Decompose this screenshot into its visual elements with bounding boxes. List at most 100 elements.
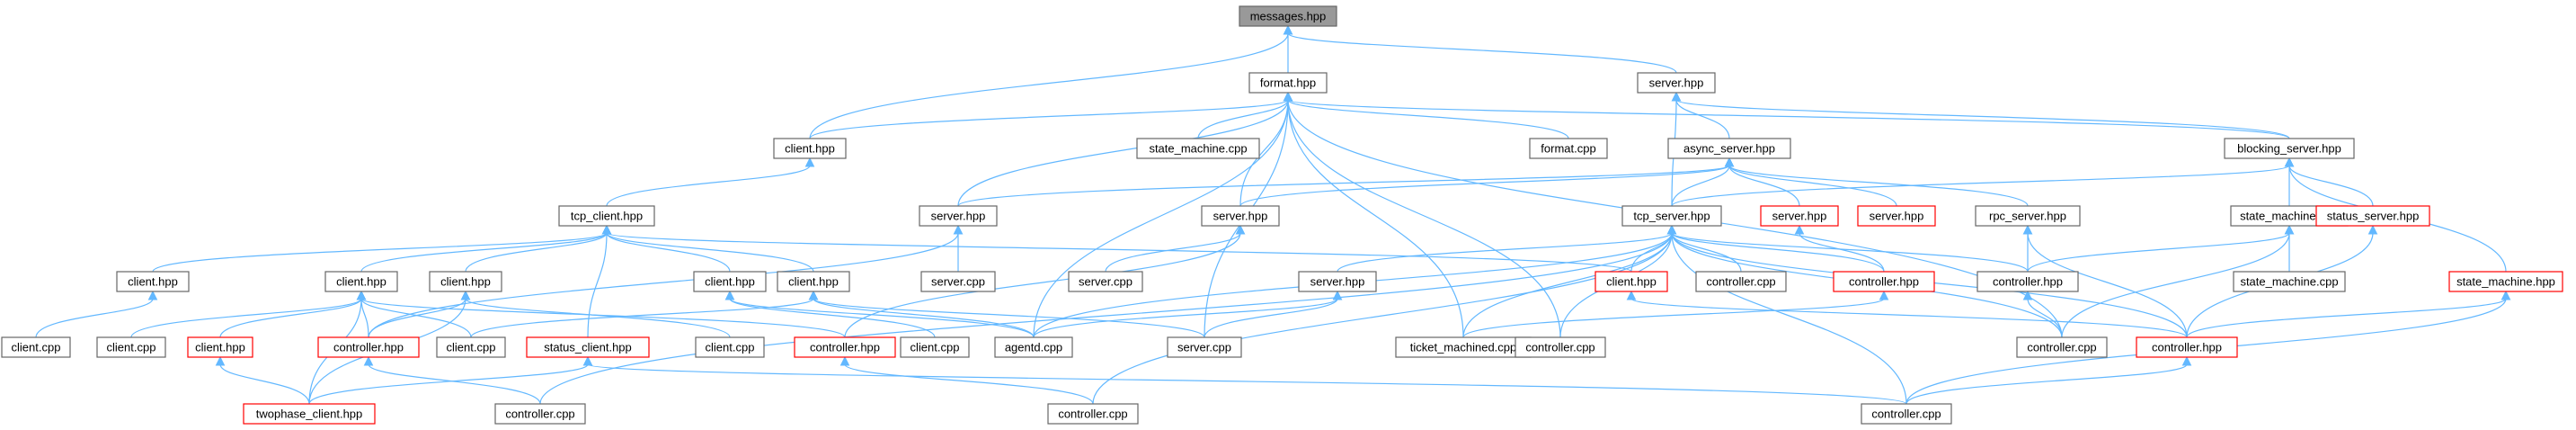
file-node-tcp-server-hpp[interactable]: tcp_server.hpp [1621, 205, 1722, 227]
include-edge-n49-n36 [582, 355, 1907, 405]
file-node-server-cpp[interactable]: server.cpp [1068, 271, 1143, 292]
file-node-twophase-client-hpp[interactable]: twophase_client.hpp [243, 403, 376, 425]
file-node-blocking-server-hpp[interactable]: blocking_server.hpp [2224, 138, 2355, 159]
node-label: client.hpp [440, 275, 491, 289]
include-edge-n42-n1 [1283, 91, 1464, 338]
node-label: agentd.cpp [1005, 341, 1062, 354]
file-node-controller-cpp[interactable]: controller.cpp [1695, 271, 1787, 292]
file-node-async-server-hpp[interactable]: async_server.hpp [1667, 138, 1791, 159]
node-label: server.cpp [931, 275, 985, 289]
include-edge-n49-n11 [1666, 224, 1907, 405]
node-box [324, 271, 398, 292]
node-label: format.cpp [1541, 142, 1595, 156]
include-edge-n45-n30 [2186, 290, 2511, 338]
file-node-server-hpp[interactable]: server.hpp [1201, 205, 1280, 227]
file-node-client-cpp[interactable]: client.cpp [436, 336, 506, 358]
include-edge-n31-n19 [35, 290, 158, 338]
file-node-status-server-hpp[interactable]: status_server.hpp [2315, 205, 2430, 227]
node-box [1861, 403, 1952, 425]
file-node-server-hpp[interactable]: server.hpp [1857, 205, 1936, 227]
include-edge-n5-n1 [1283, 91, 1569, 139]
file-node-server-cpp[interactable]: server.cpp [1167, 336, 1242, 358]
file-node-server-hpp[interactable]: server.hpp [1637, 72, 1716, 94]
file-node-client-hpp[interactable]: client.hpp [693, 271, 767, 292]
node-box [436, 336, 506, 358]
node-box [1976, 271, 2079, 292]
file-node-client-hpp[interactable]: client.hpp [324, 271, 398, 292]
node-label: client.cpp [910, 341, 960, 354]
include-edge-n25-n8 [601, 224, 1632, 273]
file-node-agentd-cpp[interactable]: agentd.cpp [994, 336, 1073, 358]
file-node-server-hpp[interactable]: server.hpp [1298, 271, 1377, 292]
include-edge-n41-n24 [1204, 290, 1343, 338]
node-box [2233, 271, 2346, 292]
file-node-client-cpp[interactable]: client.cpp [695, 336, 765, 358]
file-node-format-cpp[interactable]: format.cpp [1529, 138, 1608, 159]
file-node-client-hpp[interactable]: client.hpp [187, 336, 253, 358]
node-label: controller.hpp [1993, 275, 2063, 289]
file-node-state-machine-cpp[interactable]: state_machine.cpp [1136, 138, 1260, 159]
node-label: server.cpp [1177, 341, 1231, 354]
node-box [777, 271, 850, 292]
include-edge-n48-n38 [839, 355, 1094, 405]
file-node-controller-hpp[interactable]: controller.hpp [2136, 336, 2238, 358]
file-node-tcp-client-hpp[interactable]: tcp_client.hpp [558, 205, 655, 227]
file-node-controller-hpp[interactable]: controller.hpp [1976, 271, 2079, 292]
file-node-controller-cpp[interactable]: controller.cpp [494, 403, 586, 425]
node-box [1637, 72, 1716, 94]
file-node-controller-cpp[interactable]: controller.cpp [1861, 403, 1952, 425]
include-edge-n3-n1 [809, 91, 1293, 139]
node-label: format.hpp [1260, 76, 1316, 90]
node-box [2136, 336, 2238, 358]
include-edge-n35-n20 [356, 290, 472, 338]
include-edge-n41-n23 [808, 290, 1205, 338]
file-node-client-hpp[interactable]: client.hpp [1594, 271, 1668, 292]
node-box [1695, 271, 1787, 292]
file-node-server-hpp[interactable]: server.hpp [919, 205, 998, 227]
node-label: client.cpp [447, 341, 496, 354]
file-node-controller-cpp[interactable]: controller.cpp [2016, 336, 2108, 358]
node-box [2315, 205, 2430, 227]
file-node-messages-hpp[interactable]: messages.hpp [1239, 5, 1337, 27]
include-edge-n42-n27 [1462, 290, 1889, 338]
file-node-state-machine-hpp[interactable]: state_machine.hpp [2448, 271, 2563, 292]
file-node-client-cpp[interactable]: client.cpp [900, 336, 970, 358]
file-node-format-hpp[interactable]: format.hpp [1248, 72, 1328, 94]
file-node-rpc-server-hpp[interactable]: rpc_server.hpp [1975, 205, 2081, 227]
node-label: status_server.hpp [2327, 210, 2420, 223]
file-node-client-hpp[interactable]: client.hpp [777, 271, 850, 292]
file-node-client-cpp[interactable]: client.cpp [96, 336, 166, 358]
node-box [116, 271, 190, 292]
node-label: client.cpp [12, 341, 61, 354]
file-node-ticket-machined-cpp[interactable]: ticket_machined.cpp [1395, 336, 1532, 358]
node-label: controller.cpp [1871, 408, 1941, 421]
file-node-controller-cpp[interactable]: controller.cpp [1047, 403, 1139, 425]
file-node-state-machine-cpp[interactable]: state_machine.cpp [2233, 271, 2346, 292]
file-node-controller-hpp[interactable]: controller.hpp [794, 336, 896, 358]
file-node-controller-hpp[interactable]: controller.hpp [1833, 271, 1935, 292]
file-node-server-cpp[interactable]: server.cpp [920, 271, 996, 292]
node-box [2224, 138, 2355, 159]
file-node-controller-hpp[interactable]: controller.hpp [317, 336, 420, 358]
node-box [317, 336, 420, 358]
node-box [494, 403, 586, 425]
node-box [1, 336, 71, 358]
node-label: server.hpp [1213, 210, 1268, 223]
file-node-status-client-hpp[interactable]: status_client.hpp [526, 336, 650, 358]
include-edge-n36-n8 [587, 224, 612, 338]
node-label: twophase_client.hpp [256, 408, 363, 421]
node-box [429, 271, 502, 292]
include-edge-n32-n20 [130, 290, 367, 338]
file-node-server-hpp[interactable]: server.hpp [1760, 205, 1839, 227]
file-node-client-hpp[interactable]: client.hpp [773, 138, 847, 159]
include-edge-n12-n6 [1724, 157, 1800, 207]
include-edge-n49-n45 [1905, 355, 2192, 405]
file-node-controller-cpp[interactable]: controller.cpp [1515, 336, 1606, 358]
node-label: controller.hpp [1849, 275, 1919, 289]
include-edge-n10-n6 [1239, 157, 1735, 207]
file-node-client-hpp[interactable]: client.hpp [116, 271, 190, 292]
node-label: controller.cpp [1525, 341, 1594, 354]
file-node-client-cpp[interactable]: client.cpp [1, 336, 71, 358]
node-box [695, 336, 765, 358]
file-node-client-hpp[interactable]: client.hpp [429, 271, 502, 292]
